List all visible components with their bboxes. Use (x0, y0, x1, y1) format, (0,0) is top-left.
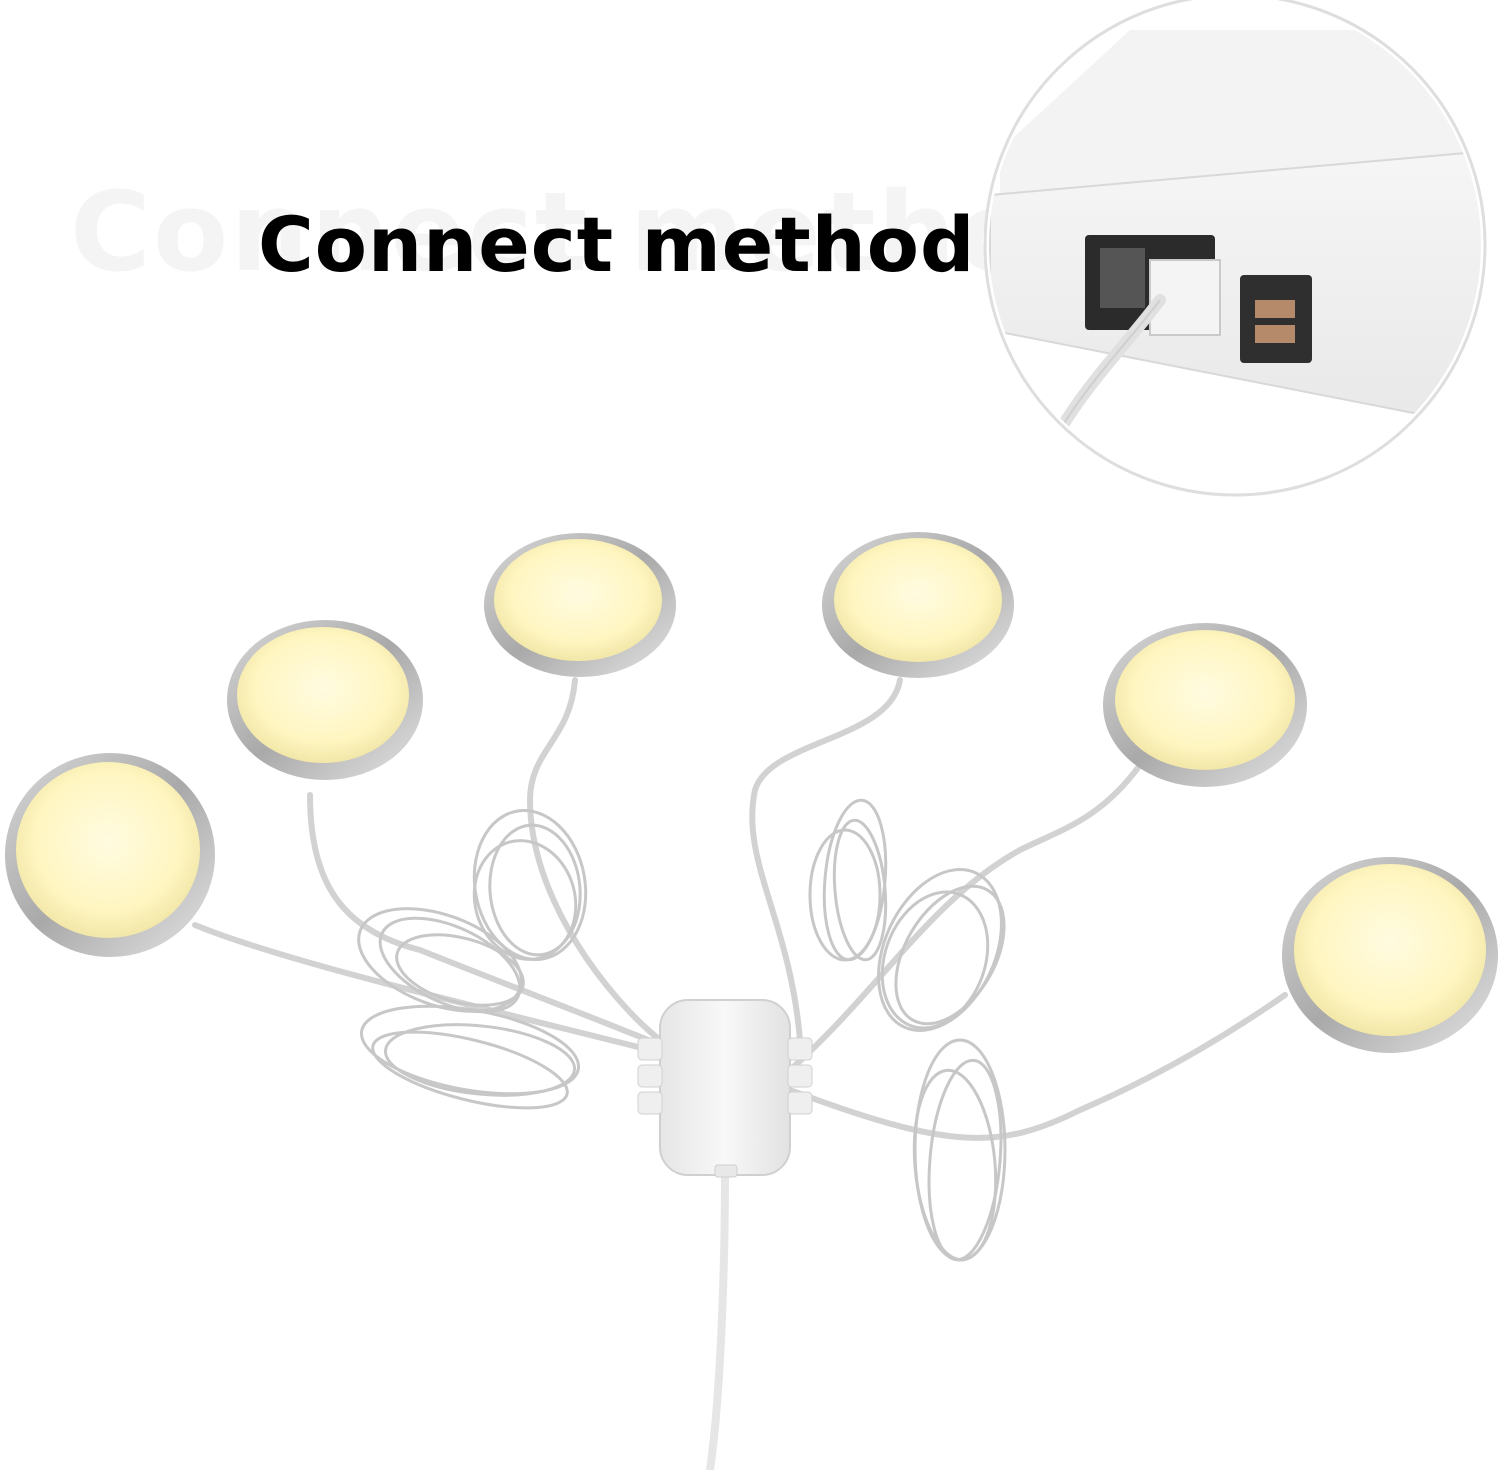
puck-light-2 (227, 620, 423, 780)
page-title: Connect method (258, 200, 976, 289)
puck-light-5 (1103, 623, 1307, 787)
splitter-hub (637, 999, 813, 1178)
port-right (1240, 275, 1312, 363)
puck-light-6 (1282, 857, 1498, 1053)
puck-light-4 (822, 532, 1014, 678)
puck-light-3 (484, 533, 676, 677)
port-left (1085, 235, 1221, 336)
ghost-title: Connect method (70, 168, 1117, 296)
wire-coils (357, 798, 1007, 1262)
connector-closeup-inset (983, 0, 1487, 497)
puck-light-1 (5, 753, 215, 957)
wires (192, 677, 1288, 1470)
